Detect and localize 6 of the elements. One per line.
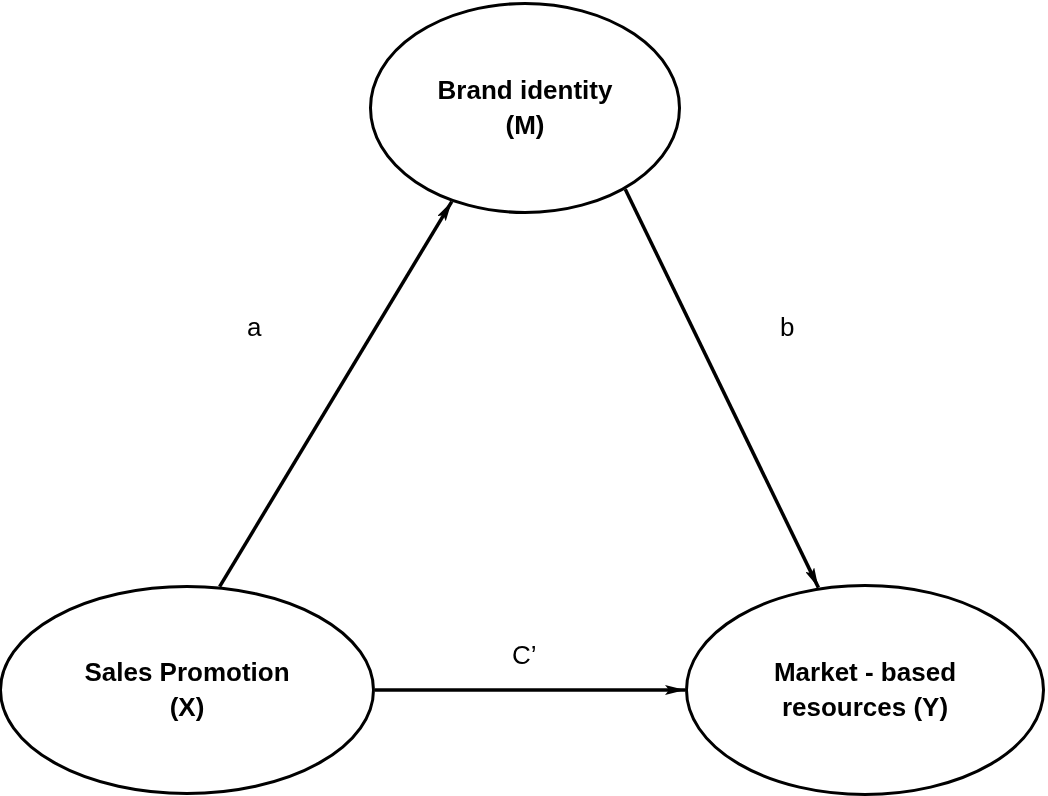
arrow [375,685,685,695]
node-label: Market - based resources (Y) [772,655,958,724]
arrow [623,188,820,589]
node-label: Brand identity (M) [436,73,614,142]
arrow [218,200,454,588]
node-label: Sales Promotion (X) [83,655,291,724]
